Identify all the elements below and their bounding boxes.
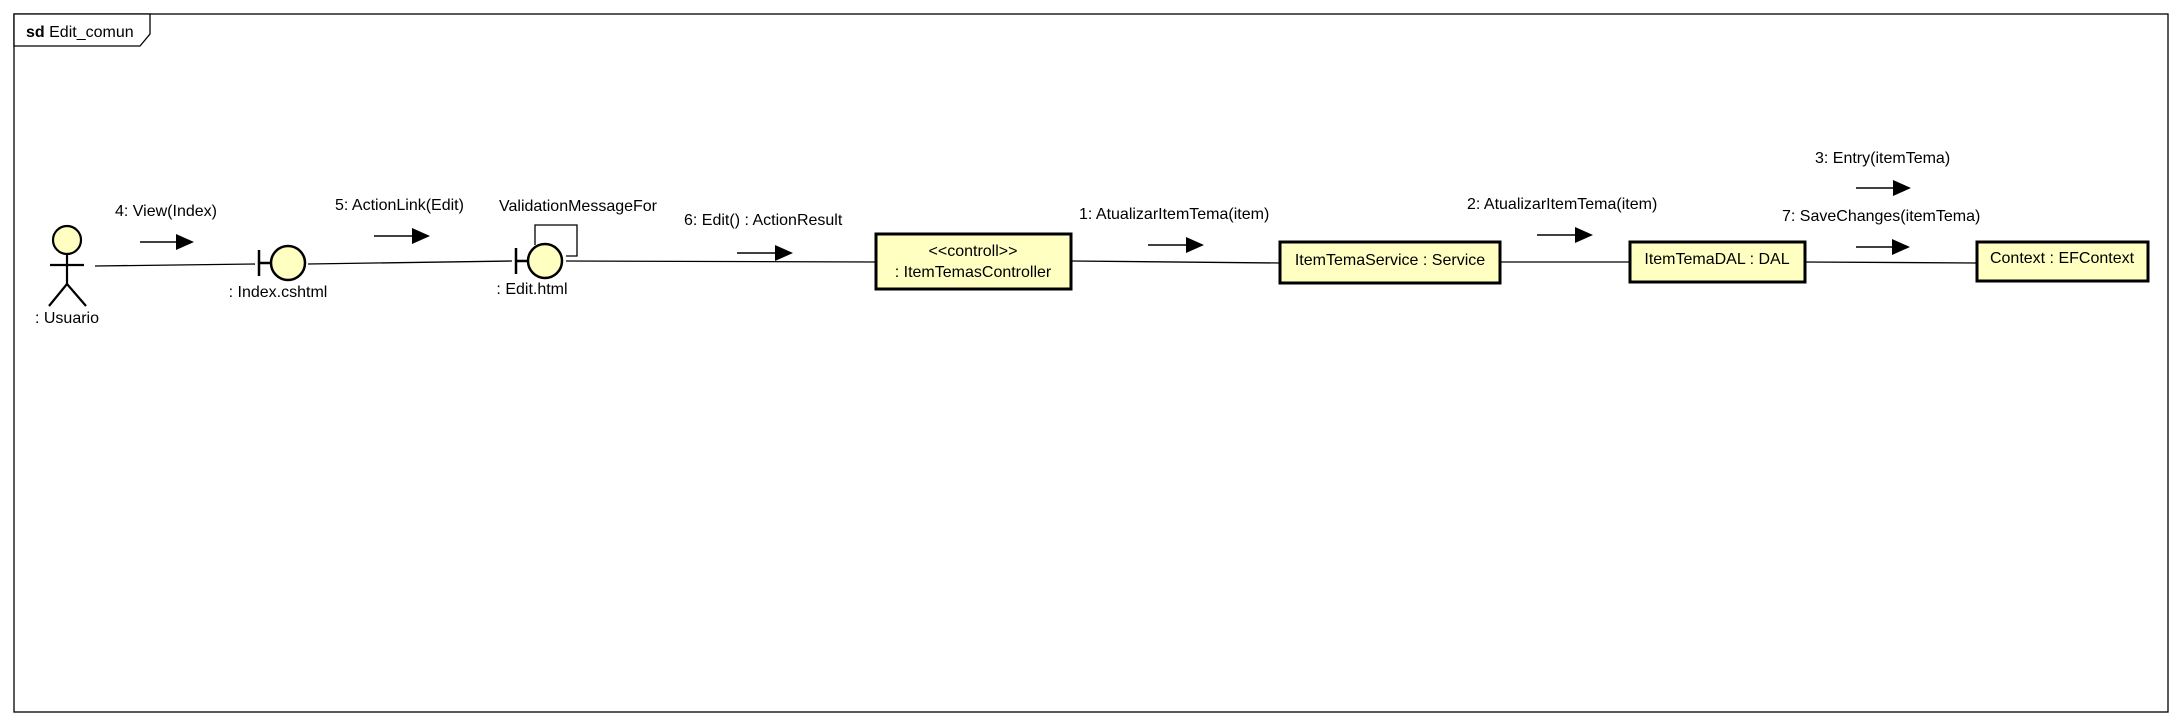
link-edit-controller [565, 260, 877, 263]
object-dal-label: ItemTemaDAL : DAL [1644, 251, 1789, 268]
message-5: 5: ActionLink(Edit) [335, 197, 464, 244]
object-context[interactable]: Context : EFContext [1975, 240, 2150, 283]
object-dal-box [1628, 240, 1807, 284]
object-context-label: Context : EFContext [1990, 250, 2135, 267]
boundary-edit-label: : Edit.html [496, 281, 567, 298]
message-3-label: 3: Entry(itemTema) [1815, 150, 1950, 167]
message-2-label: 2: AtualizarItemTema(item) [1467, 196, 1657, 213]
frame-title: sd Edit_comun [26, 24, 134, 41]
message-5-label: 5: ActionLink(Edit) [335, 197, 464, 214]
arrow-head-icon [176, 234, 194, 250]
message-7: 7: SaveChanges(itemTema) [1782, 208, 1980, 255]
arrow-head-icon [1186, 237, 1204, 253]
object-dal[interactable]: ItemTemaDAL : DAL [1628, 240, 1807, 284]
object-service[interactable]: ItemTemaService : Service [1278, 240, 1502, 285]
object-context-box [1975, 240, 2150, 283]
self-message-loop [534, 224, 578, 257]
boundary-index[interactable]: : Index.cshtml [229, 244, 328, 301]
message-7-label: 7: SaveChanges(itemTema) [1782, 208, 1980, 225]
actor-usuario[interactable]: : Usuario [35, 224, 99, 327]
arrow-head-icon [1892, 239, 1910, 255]
message-4: 4: View(Index) [115, 203, 217, 250]
object-controller-stereotype: <<controll>> [929, 243, 1018, 260]
link-controller-service [1070, 260, 1281, 264]
arrow-head-icon [1575, 227, 1593, 243]
object-controller-box [874, 232, 1073, 291]
link-dal-context [1804, 261, 1978, 264]
arrow-head-icon [412, 228, 430, 244]
frame-tab [13, 13, 151, 47]
message-2: 2: AtualizarItemTema(item) [1467, 196, 1657, 243]
link-usuario-index [94, 263, 256, 267]
object-service-label: ItemTemaService : Service [1295, 252, 1485, 269]
message-1: 1: AtualizarItemTema(item) [1079, 206, 1269, 253]
message-1-label: 1: AtualizarItemTema(item) [1079, 206, 1269, 223]
actor-head [51, 224, 83, 256]
message-4-label: 4: View(Index) [115, 203, 217, 220]
boundary-index-circle [269, 244, 307, 282]
boundary-edit-circle [526, 242, 564, 280]
message-3: 3: Entry(itemTema) [1815, 150, 1950, 196]
arrow-head-icon [775, 245, 793, 261]
message-6-label: 6: Edit() : ActionResult [684, 212, 843, 229]
object-service-box [1278, 240, 1502, 285]
actor-label: : Usuario [35, 310, 99, 327]
message-6: 6: Edit() : ActionResult [684, 212, 843, 261]
object-controller[interactable]: <<controll>> : ItemTemasController [874, 232, 1073, 291]
object-controller-label: : ItemTemasController [895, 264, 1052, 281]
link-index-edit [307, 260, 513, 265]
message-self-label: ValidationMessageFor [499, 198, 658, 215]
boundary-edit[interactable]: : Edit.html [496, 224, 578, 298]
arrow-head-icon [1893, 180, 1911, 196]
boundary-index-label: : Index.cshtml [229, 284, 328, 301]
diagram-frame [13, 13, 2169, 713]
